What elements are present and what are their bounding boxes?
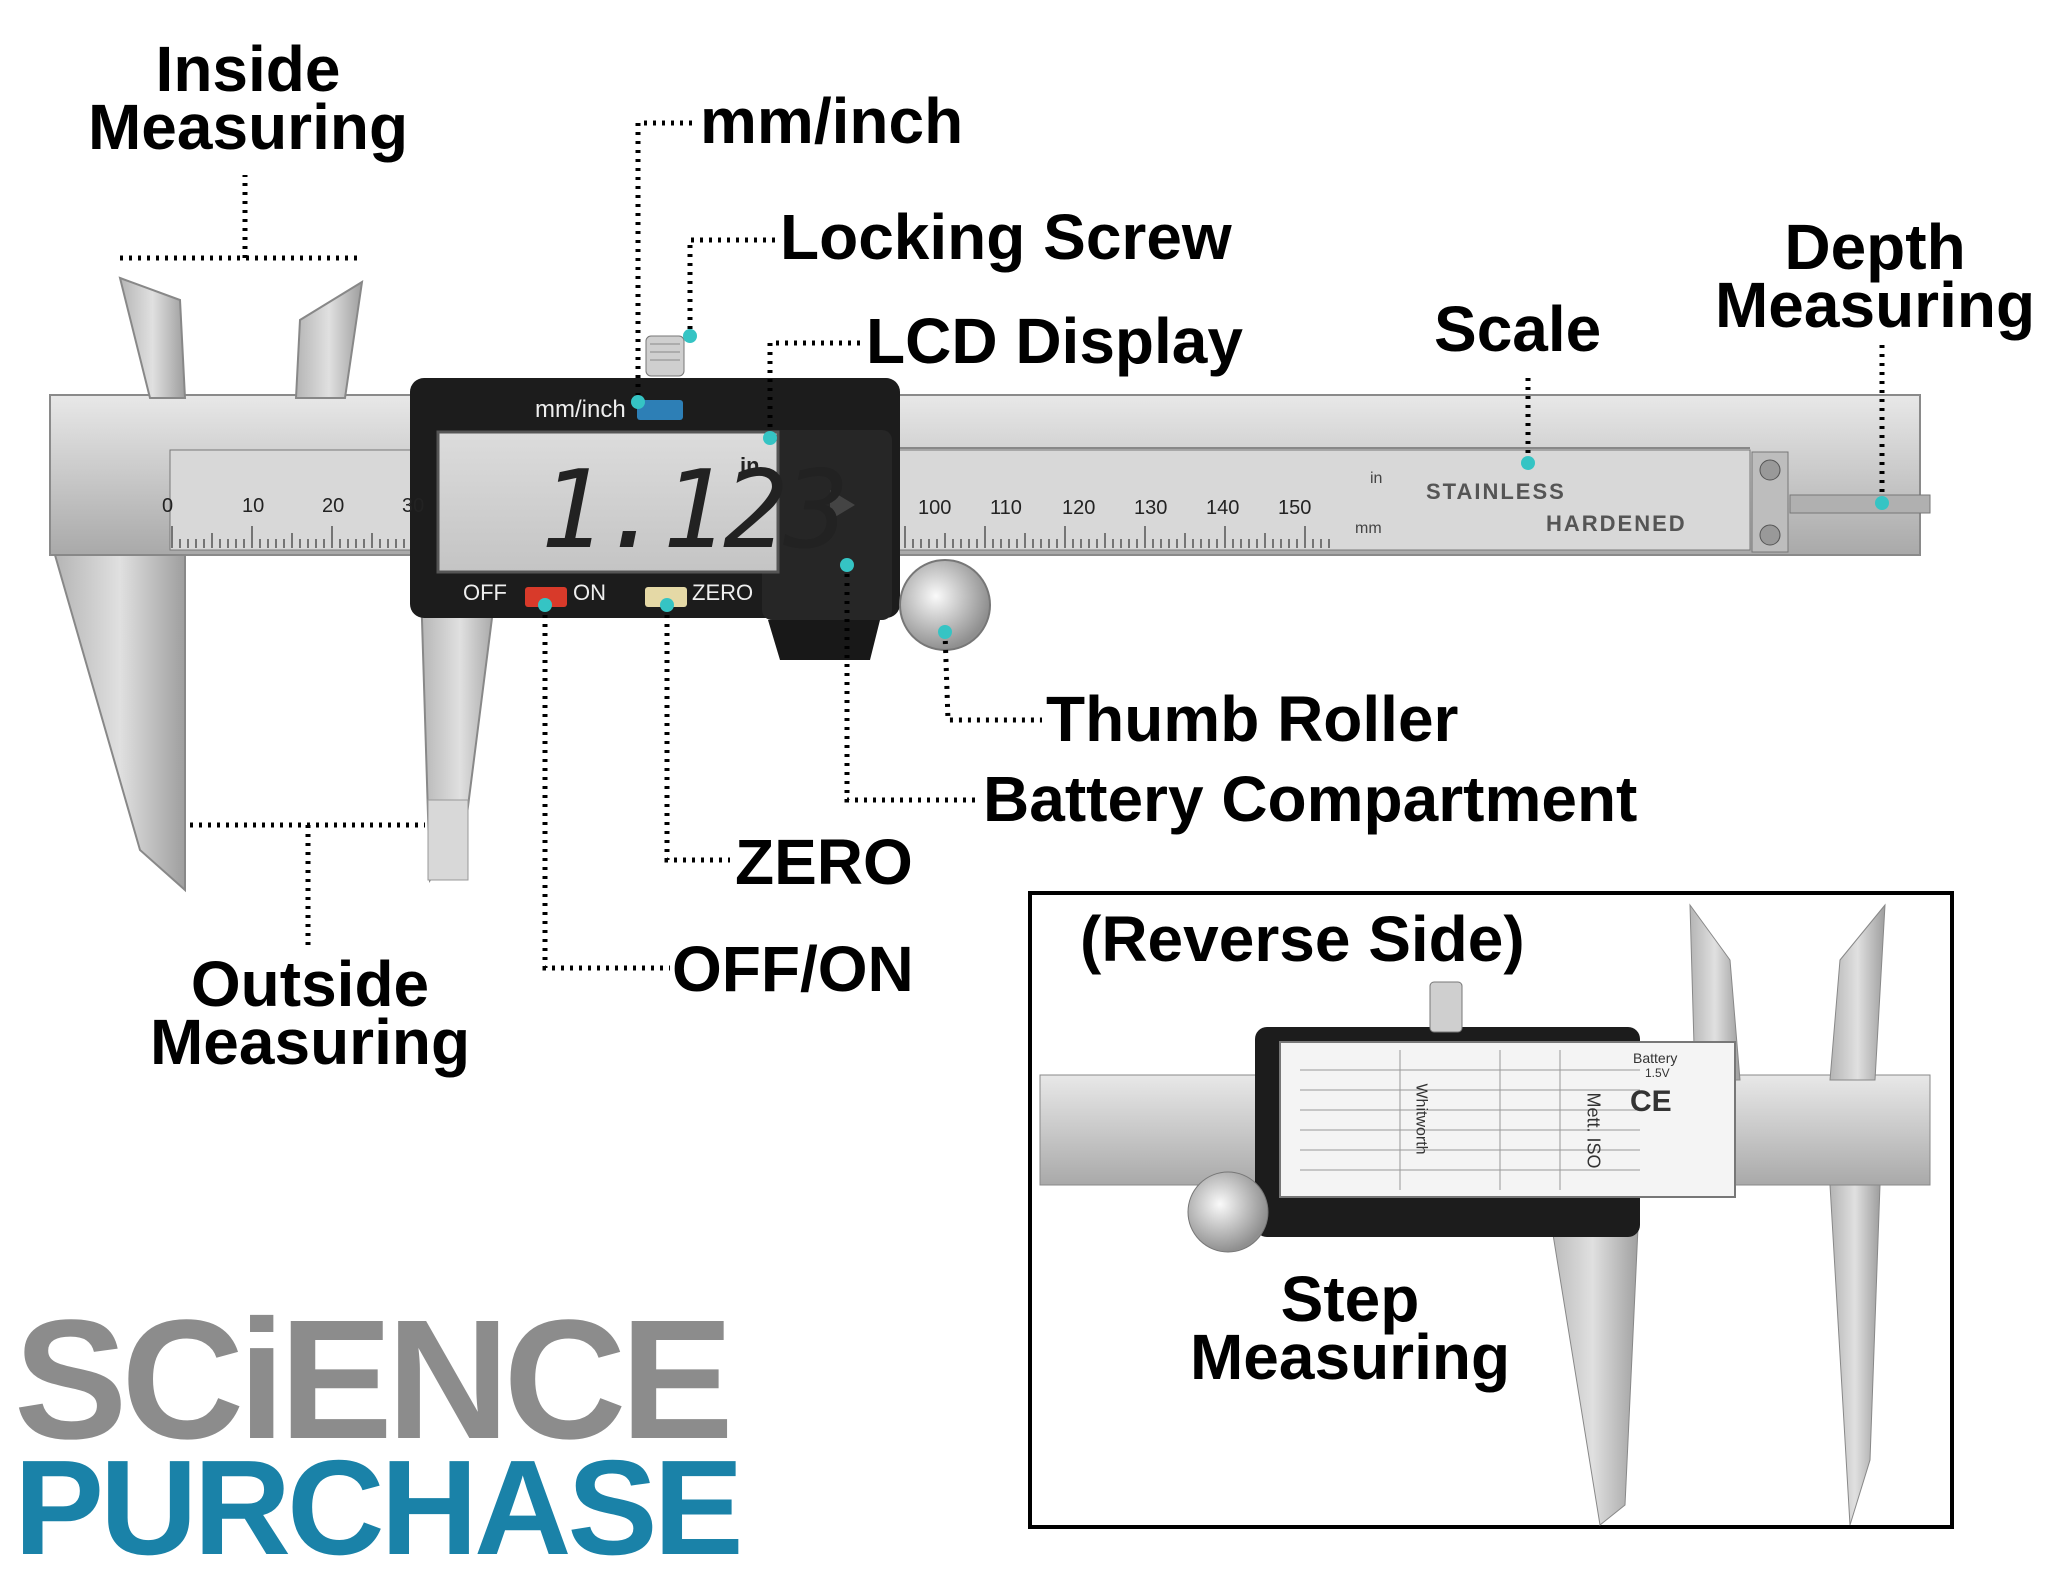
reverse-side-inset (1028, 891, 1954, 1529)
unit-mm: mm (1355, 520, 1382, 537)
off-on-button-shape (525, 587, 567, 607)
label-locking-screw: Locking Screw (780, 201, 1232, 273)
mm-inch-button-label: mm/inch (535, 396, 626, 423)
scale-number: 130 (1134, 497, 1168, 519)
outside-jaws (53, 554, 502, 893)
ce-mark: CE (1630, 1085, 1672, 1118)
label-step-measuring: Step Measuring (1189, 1263, 1511, 1393)
unit-in: in (1370, 470, 1383, 487)
engraving-hardened: HARDENED (1546, 511, 1687, 536)
reverse-label-sub: Whitworth (1412, 1083, 1430, 1155)
scale-ticks-left (171, 526, 405, 548)
label-thumb-roller: Thumb Roller (1046, 683, 1459, 755)
scale-number: 140 (1206, 497, 1240, 519)
scale-number: 0 (162, 495, 174, 517)
scale-number: 30 (402, 495, 425, 517)
label-scale: Scale (1434, 293, 1602, 365)
label-inside-measuring: Inside Measuring (87, 33, 409, 163)
locking-screw (645, 335, 685, 377)
scale-number: 110 (990, 497, 1022, 519)
lcd-unit: in (740, 453, 760, 478)
thumb-roller-shape (899, 559, 991, 651)
label-mm-inch: mm/inch (700, 85, 964, 157)
label-reverse-side: (Reverse Side) (1080, 903, 1525, 975)
logo-purchase: PURCHASE (14, 1432, 744, 1583)
label-off-on: OFF/ON (672, 933, 914, 1005)
label-depth-measuring: Depth Measuring (1714, 211, 2036, 341)
logo-science: SCiENCE (14, 1285, 734, 1475)
zero-button-shape (645, 587, 687, 607)
battery-voltage: 1.5V (1645, 1066, 1670, 1080)
label-zero: ZERO (735, 826, 913, 898)
reverse-label-title: Mett. ISO (1583, 1092, 1604, 1169)
label-lcd-display: LCD Display (866, 305, 1243, 377)
scale-number: 10 (242, 495, 265, 517)
scale-number: 20 (322, 495, 345, 517)
label-outside-measuring: Outside Measuring (149, 948, 471, 1078)
end-clamp (1751, 451, 1789, 553)
on-label: ON (573, 580, 606, 605)
battery-text: Battery (1633, 1050, 1678, 1066)
lcd-reading: 1.123 (540, 448, 849, 573)
off-label: OFF (463, 580, 507, 605)
scale-number: 120 (1062, 497, 1096, 519)
label-battery-compartment: Battery Compartment (983, 763, 1638, 835)
accent-dots (538, 329, 1889, 639)
mm-inch-button-shape (637, 400, 683, 420)
lcd-housing (410, 378, 900, 660)
engraving-stainless: STAINLESS (1426, 479, 1566, 504)
scale-number: 150 (1278, 497, 1312, 519)
scale-number: 100 (918, 497, 952, 519)
depth-rod (1789, 494, 1931, 514)
scale-ticks-right (904, 526, 1330, 548)
inside-jaws (118, 276, 364, 399)
zero-button-label: ZERO (692, 580, 754, 605)
